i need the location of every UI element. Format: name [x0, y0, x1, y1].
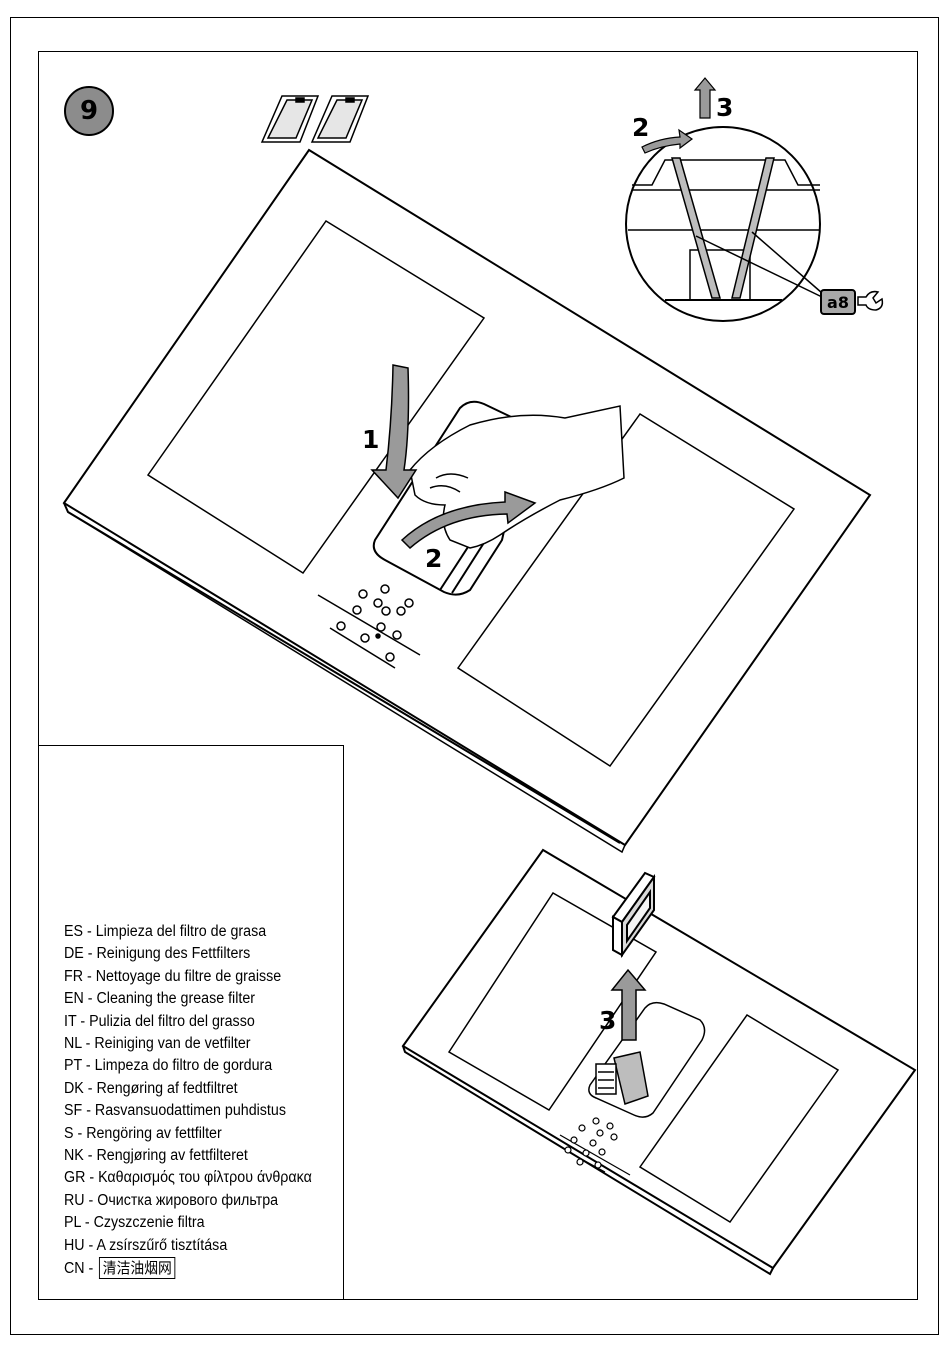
legend-item-nk: NK - Rengjøring av fettfilteret [64, 1147, 248, 1165]
tool-badge-a8: a8 [820, 289, 856, 315]
legend-item-dk: DK - Rengøring af fedtfiltret [64, 1079, 238, 1097]
legend-item-fr: FR - Nettoyage du filtre de graisse [64, 967, 282, 985]
hob-bottom-zones [447, 891, 840, 1224]
legend-box [38, 745, 344, 1300]
legend-item-de: DE - Reinigung des Fettfilters [64, 945, 251, 963]
arrow-2-right [400, 490, 537, 550]
control-panel-bottom [559, 1117, 631, 1176]
legend-item-sf: SF - Rasvansuodattimen puhdistus [64, 1102, 286, 1120]
bottom-filter-lifted [611, 871, 656, 959]
legend-item-pl: PL - Czyszczenie filtra [64, 1214, 205, 1232]
detail-content [628, 157, 823, 301]
legend-item-en: EN - Cleaning the grease filter [64, 990, 256, 1008]
bottom-callout-3: 3 [599, 1006, 617, 1035]
filters-pair-icon [260, 95, 370, 143]
detail-magnifier [625, 126, 821, 322]
detail-callout-2: 2 [632, 113, 650, 142]
legend-item-cn: CN - 清洁油烟网 [64, 1257, 317, 1280]
legend-item-it: IT - Pulizia del filtro del grasso [64, 1012, 255, 1030]
callout-1: 1 [362, 425, 380, 454]
language-list: ES - Limpieza del filtro de grasa DE - R… [64, 921, 339, 1281]
detail-callout-3: 3 [716, 93, 734, 122]
legend-item-hu: HU - A zsírszűrő tisztítása [64, 1236, 228, 1254]
hob-zones [146, 219, 796, 768]
legend-item-s: S - Rengöring av fettfilter [64, 1124, 222, 1142]
legend-item-nl: NL - Reiniging van de vetfilter [64, 1035, 251, 1053]
legend-item-pt: PT - Limpeza do filtro de gordura [64, 1057, 273, 1075]
page-border [10, 17, 939, 1335]
callout-2: 2 [425, 544, 443, 573]
wrench-icon [857, 290, 884, 311]
legend-item-es: ES - Limpieza del filtro de grasa [64, 923, 267, 940]
legend-item-ru: RU - Очистка жирового фильтра [64, 1191, 279, 1209]
detail-arrow-2 [641, 128, 694, 154]
legend-item-gr: GR - Καθαρισμός του φίλτρου άνθρακα [64, 1169, 312, 1187]
control-panel-main [317, 584, 421, 669]
bottom-arrow-3-up [610, 968, 647, 1041]
illustration-frame [38, 51, 918, 1300]
detail-arrow-3-up [693, 77, 717, 119]
arrow-1-down [370, 364, 418, 500]
bottom-opening [588, 1001, 706, 1118]
step-number-badge: 9 [64, 86, 114, 136]
